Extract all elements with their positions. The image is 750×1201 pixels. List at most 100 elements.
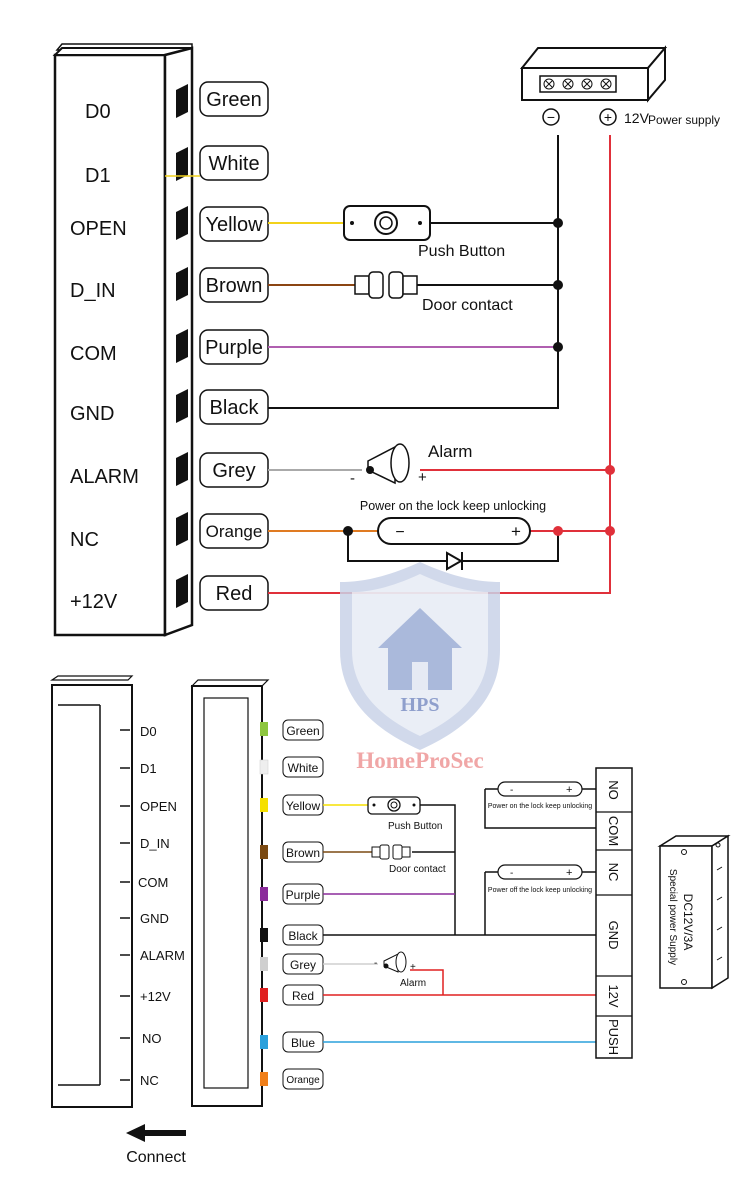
terminal-label-12v: +12V: [140, 989, 171, 1004]
wire-chip-white: [259, 759, 269, 775]
psu-screw-icon: [681, 979, 687, 985]
relay-label-no: NO: [606, 780, 621, 800]
psu-terminal-block: [539, 75, 617, 93]
terminal-label-d-in: D_IN: [70, 280, 116, 302]
plug-red: [176, 574, 188, 608]
diode-icon: [446, 551, 464, 571]
lock-off-body: [497, 864, 583, 880]
wire-label-orange: Orange: [206, 522, 263, 541]
plug-orange: [176, 512, 188, 546]
wire-pill-white: [282, 756, 324, 778]
wire-push-button-out: [420, 804, 456, 935]
watermark-initials: HPS: [401, 694, 440, 716]
terminal-label-gnd: GND: [140, 911, 169, 926]
alarm-horn-icon: [390, 443, 410, 483]
wire-label-yellow: Yellow: [286, 799, 321, 813]
plug-brown: [176, 267, 188, 301]
plug-yellow: [176, 206, 188, 240]
terminal-label-d0: D0: [85, 101, 111, 123]
screw-icon: [412, 803, 416, 807]
lock-on-caption: Power on the lock keep unlocking: [488, 803, 592, 810]
alarm-minus-label: -: [374, 958, 377, 969]
wire-label-yellow: Yellow: [205, 214, 263, 236]
top-wire-labels: Green White Yellow Brown Purple Black Gr…: [199, 81, 269, 611]
watermark-brand: HomeProSec: [356, 748, 483, 773]
wire-black-ground: [268, 135, 559, 409]
plug-white: [176, 147, 188, 181]
bottom-alarm-device: - + Alarm: [374, 951, 426, 989]
top-terminal-labels: D0 D1 OPEN D_IN COM GND ALARM NC +12V: [70, 101, 139, 613]
alarm-plus-label: +: [418, 469, 427, 486]
wire-label-white: White: [288, 761, 319, 775]
junction-dot: [343, 526, 353, 536]
wire-label-red: Red: [292, 989, 314, 1003]
terminal-label-alarm: ALARM: [70, 466, 139, 488]
alarm-device: Alarm - +: [350, 442, 472, 487]
wire-chip-grey: [260, 957, 268, 971]
bottom-wire-chips: [259, 722, 269, 1086]
junction-dot: [553, 342, 563, 352]
door-contact-magnet: [368, 271, 384, 299]
psu-negative-icon: [542, 108, 560, 126]
bottom-terminal-labels: D0 D1 OPEN D_IN COM GND ALARM +12V NO NC: [138, 724, 185, 1088]
psu-label: Special power Supply: [667, 869, 678, 965]
relay-strip-body: [595, 767, 633, 1059]
lock-off-caption: Power off the lock keep unlocking: [488, 887, 592, 894]
lock-body: [377, 517, 531, 545]
plug-black: [176, 389, 188, 423]
wire-label-brown: Brown: [206, 275, 263, 297]
alarm-base-icon: [383, 963, 389, 969]
bottom-wiring-diagram: D0 D1 OPEN D_IN COM GND ALARM +12V NO NC: [50, 675, 731, 1166]
wire-label-grey: Grey: [290, 958, 316, 972]
bottom-door-contact-device: Door contact: [371, 844, 446, 875]
terminal-label-d0: D0: [140, 724, 157, 739]
door-contact-icon: [388, 271, 404, 299]
psu-body: [659, 845, 713, 989]
arrow-left-icon: [126, 1124, 186, 1142]
door-contact-label: Door contact: [422, 297, 513, 314]
relay-label-12v: 12V: [606, 984, 621, 1007]
bottom-locks: - + Power on the lock keep unlocking - +…: [488, 781, 592, 894]
terminal-label-open: OPEN: [70, 218, 127, 240]
screw-icon: [350, 221, 354, 225]
wire-label-black: Black: [288, 929, 318, 943]
bottom-power-supply: DC12V/3A Special power Supply: [657, 834, 731, 990]
relay-label-com: COM: [606, 816, 621, 846]
wire-label-blue: Blue: [291, 1036, 315, 1050]
lock-on-body: [497, 781, 583, 797]
push-button-cap: [379, 216, 393, 230]
reader-body: [51, 684, 133, 1108]
terminal-label-d1: D1: [85, 165, 111, 187]
psu-model: DC12V/3A: [681, 894, 695, 951]
connect-label: Connect: [126, 1149, 186, 1166]
terminal-label-d-in: D_IN: [140, 836, 170, 851]
push-button-cap: [390, 801, 398, 809]
alarm-minus-label: -: [350, 470, 355, 487]
lock-off-plus: +: [566, 867, 572, 879]
terminal-label-com: COM: [70, 343, 117, 365]
lock-off-minus: -: [510, 868, 513, 879]
push-button-label: Push Button: [388, 821, 442, 832]
junction-dot: [553, 218, 563, 228]
wire-lock-com: [484, 789, 596, 829]
wire-chip-yellow: [260, 798, 268, 812]
wire-chip-purple: [260, 887, 268, 901]
wire-label-green: Green: [206, 89, 262, 111]
wire-chip-blue: [260, 1035, 268, 1049]
wire-pill-orange: [282, 1068, 324, 1090]
top-junctions: [343, 218, 615, 536]
plug-purple: [176, 329, 188, 363]
wire-chip-brown: [260, 845, 268, 859]
controller-module-inset: [203, 697, 249, 1089]
top-wiring-diagram: D0 D1 OPEN D_IN COM GND ALARM NC +12V: [52, 43, 720, 637]
door-contact-device: Door contact: [354, 271, 513, 314]
psu-label: Power supply: [648, 113, 720, 127]
alarm-label: Alarm: [400, 978, 426, 989]
door-contact-plate: [401, 846, 411, 858]
psu-voltage-label: 12V: [624, 110, 650, 126]
psu-side: [647, 45, 666, 103]
terminal-label-nc: NC: [70, 529, 99, 551]
junction-dot: [553, 526, 563, 536]
screw-icon: [418, 221, 422, 225]
